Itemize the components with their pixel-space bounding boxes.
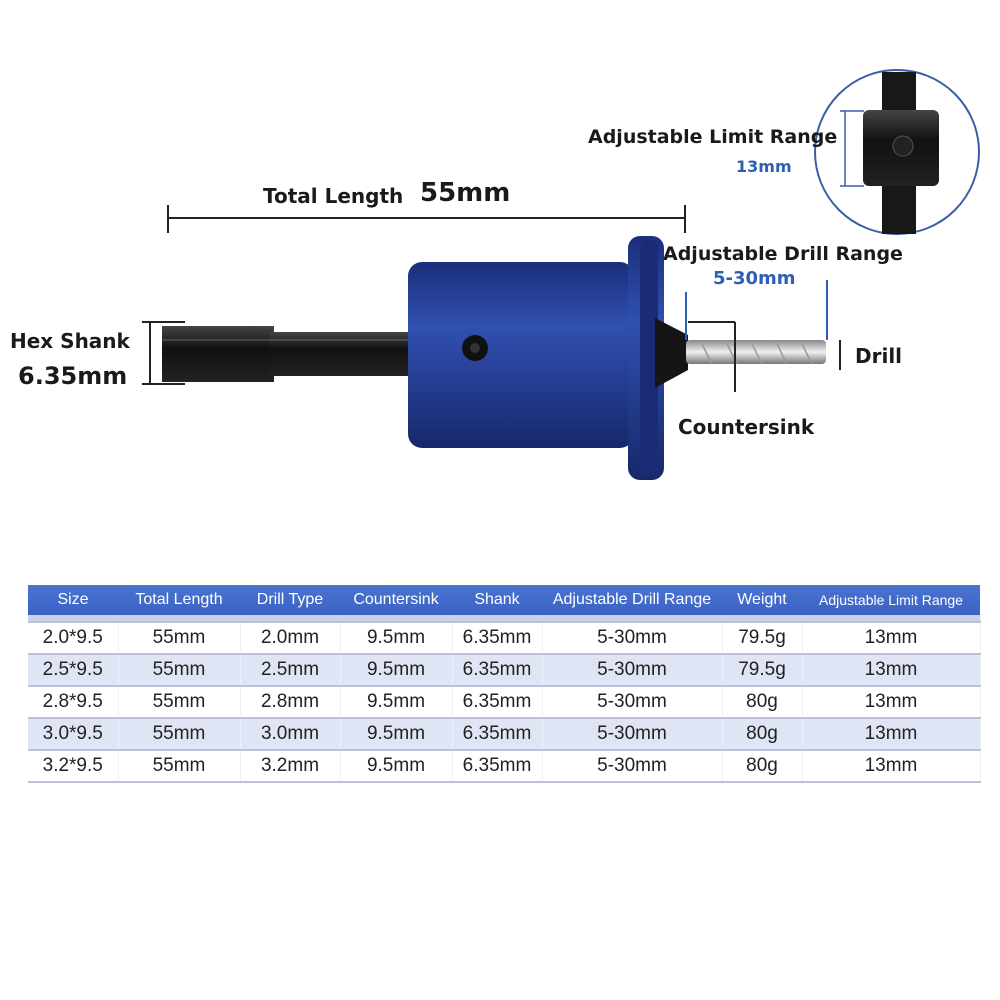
spec-table-header: Size Total Length Drill Type Countersink… [28, 585, 980, 615]
adjustable-drill-range-value: 5-30mm [713, 268, 796, 289]
table-cell: 80g [722, 718, 803, 751]
table-cell: 2.8mm [240, 686, 341, 719]
table-cell: 6.35mm [452, 622, 543, 655]
table-cell: 13mm [802, 718, 981, 751]
limit-range-detail-inset [814, 69, 980, 235]
header-drill-type: Drill Type [240, 585, 340, 615]
table-cell: 55mm [118, 750, 241, 783]
table-cell: 3.2mm [240, 750, 341, 783]
table-cell: 2.0mm [240, 622, 341, 655]
table-cell: 9.5mm [340, 750, 453, 783]
table-cell: 80g [722, 686, 803, 719]
table-cell: 2.0*9.5 [28, 622, 119, 655]
table-cell: 13mm [802, 686, 981, 719]
table-cell: 13mm [802, 750, 981, 783]
adjustable-limit-range-value: 13mm [736, 157, 792, 176]
table-cell: 5-30mm [542, 750, 723, 783]
table-cell: 5-30mm [542, 654, 723, 687]
header-weight: Weight [722, 585, 802, 615]
table-cell: 3.0*9.5 [28, 718, 119, 751]
hex-shank-value: 6.35mm [18, 362, 128, 390]
header-adjustable-limit-range: Adjustable Limit Range [802, 585, 980, 615]
hex-shank-dimension-line [142, 321, 185, 385]
table-cell: 55mm [118, 718, 241, 751]
table-cell: 3.2*9.5 [28, 750, 119, 783]
header-shank: Shank [452, 585, 542, 615]
table-cell: 2.8*9.5 [28, 686, 119, 719]
header-countersink: Countersink [340, 585, 452, 615]
table-cell: 9.5mm [340, 654, 453, 687]
hex-shank-label: Hex Shank [10, 329, 130, 353]
blue-depth-stop-body [408, 236, 664, 480]
total-length-value: 55mm [420, 178, 511, 208]
total-length-label: Total Length [263, 184, 404, 208]
countersink-cutter [655, 318, 688, 388]
adjustable-drill-range-label: Adjustable Drill Range [663, 243, 903, 265]
header-total-length: Total Length [118, 585, 240, 615]
table-cell: 9.5mm [340, 622, 453, 655]
table-cell: 6.35mm [452, 750, 543, 783]
countersink-label: Countersink [678, 415, 815, 439]
table-cell: 9.5mm [340, 718, 453, 751]
table-cell: 13mm [802, 622, 981, 655]
table-cell: 13mm [802, 654, 981, 687]
spec-table: Size Total Length Drill Type Countersink… [28, 585, 981, 783]
drill-bracket [688, 321, 841, 392]
countersink-drill-bit-illustration [142, 69, 980, 480]
table-cell: 6.35mm [452, 718, 543, 751]
hex-shank [162, 326, 412, 382]
header-adjustable-drill-range: Adjustable Drill Range [542, 585, 722, 615]
table-cell: 55mm [118, 622, 241, 655]
adjustable-limit-range-label: Adjustable Limit Range [588, 126, 838, 148]
table-cell: 9.5mm [340, 686, 453, 719]
table-cell: 80g [722, 750, 803, 783]
table-cell: 3.0mm [240, 718, 341, 751]
drill-range-dimension-line [685, 280, 828, 340]
table-cell: 2.5*9.5 [28, 654, 119, 687]
table-cell: 6.35mm [452, 686, 543, 719]
total-length-dimension-line [167, 205, 686, 233]
table-cell: 5-30mm [542, 718, 723, 751]
table-cell: 5-30mm [542, 686, 723, 719]
header-size: Size [28, 585, 118, 615]
table-cell: 5-30mm [542, 622, 723, 655]
table-cell: 6.35mm [452, 654, 543, 687]
table-cell: 55mm [118, 654, 241, 687]
table-cell: 55mm [118, 686, 241, 719]
table-cell: 79.5g [722, 622, 803, 655]
table-cell: 2.5mm [240, 654, 341, 687]
drill-label: Drill [855, 344, 903, 368]
table-cell: 79.5g [722, 654, 803, 687]
